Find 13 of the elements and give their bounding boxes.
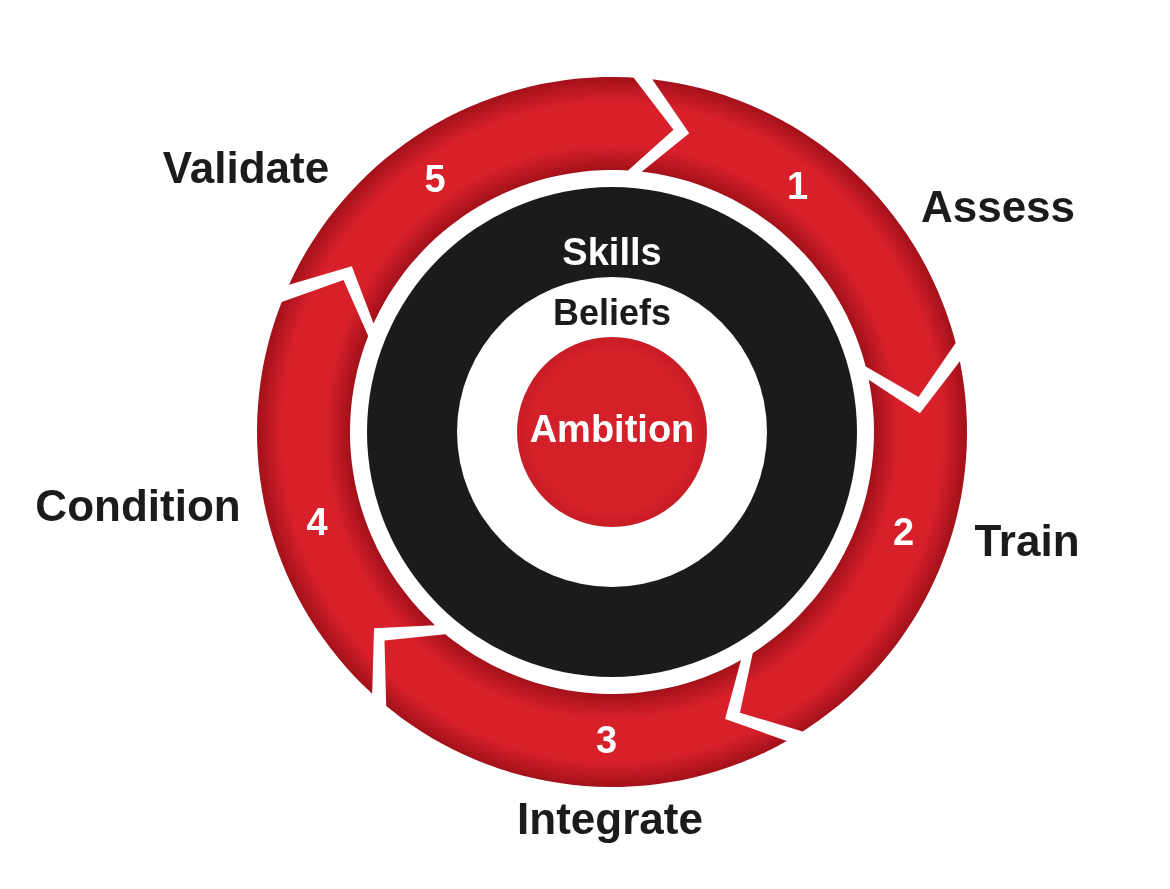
step-number: 3	[596, 721, 618, 760]
step-label: Train	[974, 519, 1080, 563]
step-label: Integrate	[517, 797, 703, 841]
step-number: 2	[893, 513, 915, 552]
step-number: 4	[306, 503, 328, 542]
ring-label: Beliefs	[552, 295, 672, 331]
step-label: Validate	[162, 146, 330, 190]
step-label: Assess	[920, 185, 1076, 229]
ring-label: Ambition	[529, 410, 695, 448]
step-number: 5	[424, 160, 446, 199]
step-number: 1	[787, 166, 809, 205]
ring-label: Skills	[562, 233, 662, 271]
step-label: Condition	[35, 484, 241, 528]
